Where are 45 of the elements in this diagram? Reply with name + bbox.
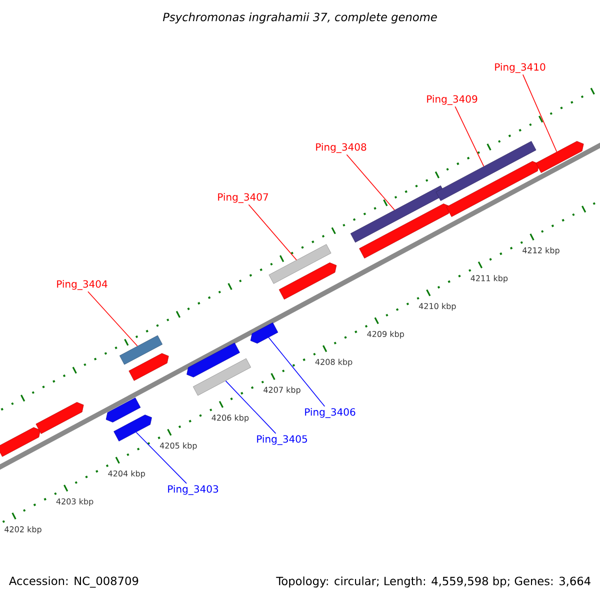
tick-label: 4208 kbp <box>315 358 352 366</box>
tick-label: 4202 kbp <box>4 526 42 534</box>
gene-label: Ping_3405 <box>257 435 307 445</box>
gene-feature <box>186 342 240 378</box>
gene-feature <box>268 244 332 284</box>
gene-label: Ping_3403 <box>168 485 218 495</box>
tick-label: 4203 kbp <box>56 498 94 506</box>
gene-feature <box>436 141 536 201</box>
leader-line <box>225 380 276 434</box>
gene-feature <box>536 141 584 173</box>
gene-feature <box>128 353 169 381</box>
gene-feature <box>192 358 252 396</box>
leader-line <box>522 74 558 152</box>
gene-feature <box>278 262 337 300</box>
gene-label: Ping_3406 <box>305 408 356 418</box>
footer-text: Accession: NC_008709 <box>9 576 138 588</box>
tick-label: 4209 kbp <box>367 330 404 339</box>
tick-label: 4207 kbp <box>264 386 300 394</box>
tick-label: 4205 kbp <box>160 442 197 450</box>
gene-feature <box>36 402 84 434</box>
leader-line <box>136 432 187 484</box>
leader-line <box>346 154 395 210</box>
leader-line <box>248 204 297 260</box>
gene-feature <box>0 427 41 457</box>
tick-label: 4206 kbp <box>212 414 249 422</box>
tick-label: 4211 kbp <box>470 275 508 283</box>
gene-feature <box>106 398 141 422</box>
tick-label: 4204 kbp <box>108 470 145 478</box>
tick-label: 4212 kbp <box>522 247 560 255</box>
gene-feature <box>114 414 152 442</box>
footer-text: Topology: circular; Length: 4,559,598 bp; Genes: 3,664 <box>276 576 590 588</box>
leader-line <box>454 106 484 167</box>
gene-label: Ping_3409 <box>427 95 478 105</box>
gene-feature <box>446 161 540 217</box>
gene-label: Ping_3410 <box>495 63 546 73</box>
tick-label: 4210 kbp <box>418 302 456 311</box>
leader-line <box>88 291 138 346</box>
gene-feature <box>359 204 450 258</box>
gene-label: Ping_3407 <box>218 193 268 203</box>
gene-feature <box>250 322 278 344</box>
gene-feature <box>119 335 163 365</box>
leader-line <box>268 337 326 407</box>
gene-label: Ping_3408 <box>316 143 366 153</box>
gene-label: Ping_3404 <box>57 280 108 290</box>
title: Psychromonas ingrahamii 37, complete genome <box>162 12 437 24</box>
